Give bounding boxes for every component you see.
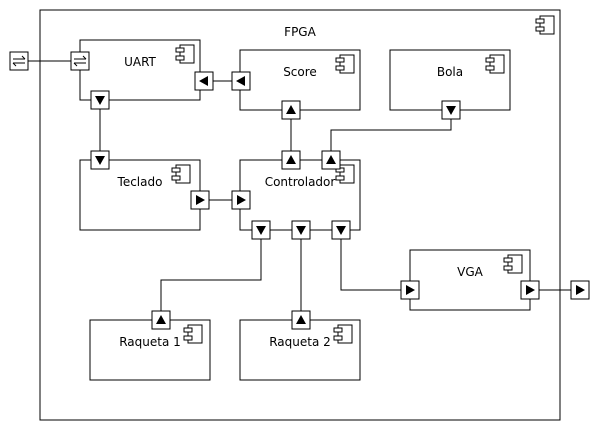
fpga-label: FPGA <box>284 25 316 39</box>
uart-output-port-icon[interactable] <box>90 90 110 110</box>
teclado-component[interactable]: Teclado <box>79 150 210 231</box>
controlador-label: Controlador <box>265 175 336 189</box>
teclado-input-port-icon[interactable] <box>90 150 110 170</box>
controlador-bola-port-icon[interactable] <box>321 150 341 170</box>
controlador-vga-port-icon[interactable] <box>331 220 351 240</box>
score-label: Score <box>283 65 317 79</box>
teclado-output-port-icon[interactable] <box>190 190 210 210</box>
bola-output-port-icon[interactable] <box>441 100 461 120</box>
connection-wires <box>28 60 571 311</box>
vga-output-port-icon[interactable] <box>520 280 540 300</box>
uart-bidirectional-port-icon[interactable] <box>70 51 90 71</box>
controlador-raqueta1-port-icon[interactable] <box>251 220 271 240</box>
uart-component[interactable]: UART <box>70 39 214 110</box>
score-input-port-icon[interactable] <box>281 100 301 120</box>
raqueta1-component[interactable]: Raqueta 1 <box>89 310 211 381</box>
raqueta2-component[interactable]: Raqueta 2 <box>239 310 361 381</box>
controlador-score-port-icon[interactable] <box>281 150 301 170</box>
vga-input-port-icon[interactable] <box>400 280 420 300</box>
raqueta2-label: Raqueta 2 <box>269 335 331 349</box>
vga-component[interactable]: VGA <box>400 249 540 311</box>
uart-label: UART <box>124 55 156 69</box>
bola-label: Bola <box>437 65 463 79</box>
vga-label: VGA <box>457 265 484 279</box>
controlador-component[interactable]: Controlador <box>231 150 361 240</box>
controlador-raqueta2-port-icon[interactable] <box>291 220 311 240</box>
raqueta2-input-port-icon[interactable] <box>291 310 311 330</box>
raqueta1-label: Raqueta 1 <box>119 335 181 349</box>
external-bidirectional-port-icon[interactable] <box>9 51 29 71</box>
raqueta1-input-port-icon[interactable] <box>151 310 171 330</box>
controlador-teclado-port-icon[interactable] <box>231 190 251 210</box>
uart-input-port-icon[interactable] <box>194 71 214 91</box>
score-output-port-icon[interactable] <box>231 71 251 91</box>
bola-component[interactable]: Bola <box>389 49 511 120</box>
teclado-label: Teclado <box>117 175 163 189</box>
score-component[interactable]: Score <box>231 49 361 120</box>
external-output-port-icon[interactable] <box>570 280 590 300</box>
